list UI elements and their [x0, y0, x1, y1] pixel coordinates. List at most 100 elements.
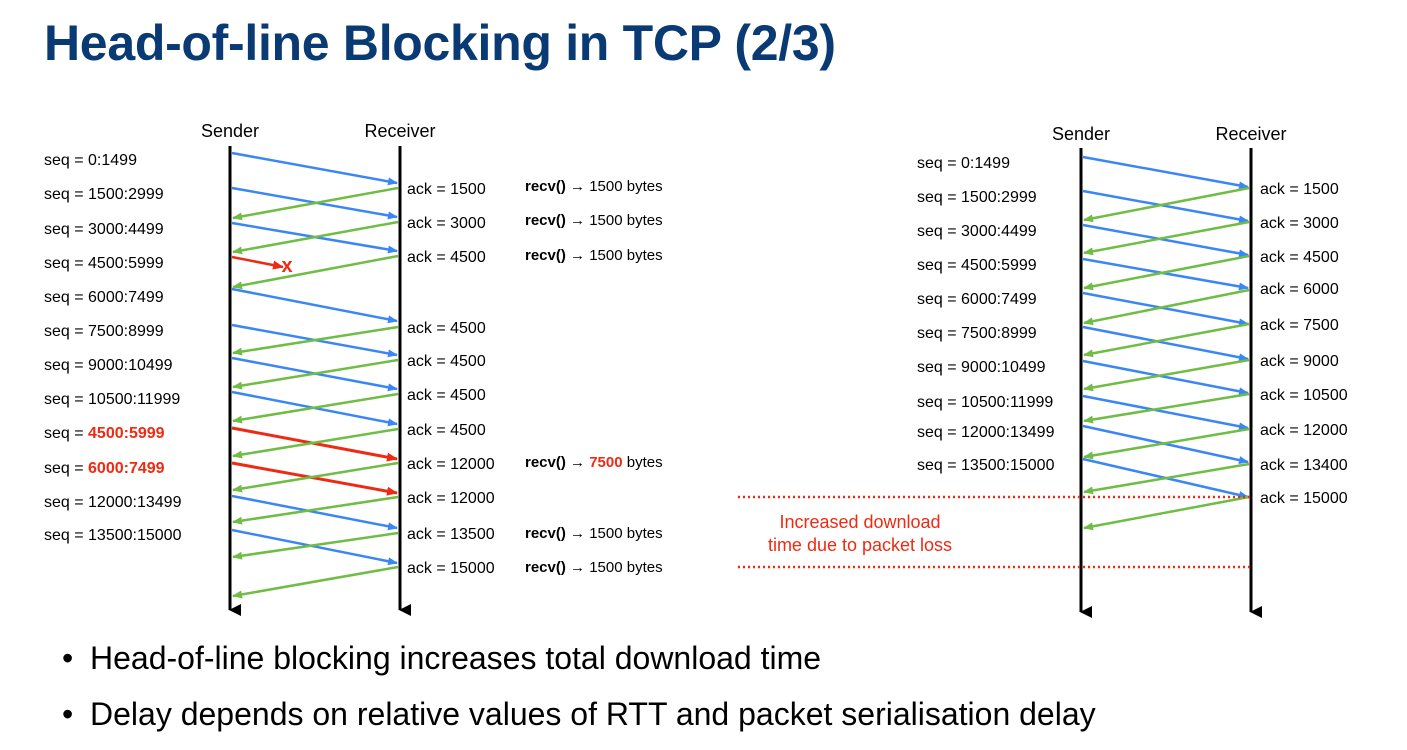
right-seq-label: seq = 6000:7499 — [917, 291, 1037, 308]
left-ack-label: ack = 13500 — [407, 526, 495, 543]
left-ack-arrow — [232, 565, 399, 599]
left-arrows — [231, 151, 399, 599]
left-seq-labels: seq = 0:1499 seq = 1500:2999 seq = 3000:44… — [44, 152, 182, 544]
right-data-arrow — [1082, 291, 1249, 327]
left-ack-arrow — [232, 325, 399, 356]
left-ack-arrow — [232, 358, 399, 390]
left-seq-label: seq = 9000:10499 — [44, 357, 173, 374]
left-ack-label: ack = 3000 — [407, 215, 486, 232]
left-seq-label: seq = 1500:2999 — [44, 186, 164, 203]
left-ack-arrow — [232, 461, 399, 493]
right-ack-label: ack = 7500 — [1260, 317, 1339, 334]
left-ack-arrow — [232, 220, 399, 255]
left-seq-label: seq = 4500:5999 — [44, 255, 164, 272]
left-ack-label: ack = 1500 — [407, 181, 486, 198]
left-seq-label: seq = 10500:11999 — [44, 391, 180, 408]
left-seq-label: seq = 4500:5999 — [44, 425, 165, 442]
left-ack-label: ack = 4500 — [407, 422, 486, 439]
right-ack-arrow — [1083, 495, 1250, 531]
right-seq-labels: seq = 0:1499 seq = 1500:2999 seq = 3000:44… — [917, 155, 1055, 474]
annotation-text-line2: time due to packet loss — [768, 535, 952, 555]
left-seq-label: seq = 3000:4499 — [44, 221, 164, 238]
right-receiver-label: Receiver — [1215, 124, 1286, 144]
right-ack-label: ack = 10500 — [1260, 387, 1348, 404]
left-sequence-diagram: Sender Receiver seq = 0:1499 seq = 1500:2… — [44, 121, 663, 616]
left-sender-label: Sender — [201, 121, 259, 141]
left-seq-label: seq = 12000:13499 — [44, 494, 182, 511]
right-sender-label: Sender — [1052, 124, 1110, 144]
recv-event-label: recv() → 1500 bytes — [525, 247, 663, 264]
right-data-arrow — [1082, 394, 1249, 431]
left-seq-label: seq = 6000:7499 — [44, 289, 164, 306]
right-seq-label: seq = 9000:10499 — [917, 359, 1046, 376]
right-seq-label: seq = 0:1499 — [917, 155, 1010, 172]
right-ack-label: ack = 13400 — [1260, 457, 1348, 474]
left-lost-packet-line — [231, 255, 284, 270]
left-ack-arrow — [232, 392, 399, 424]
tcp-sequence-diagrams: Sender Receiver seq = 0:1499 seq = 1500:2… — [44, 121, 1348, 618]
right-sequence-diagram: Sender Receiver seq = 0:1499 seq = 1500:2… — [917, 124, 1348, 618]
right-ack-arrow — [1083, 392, 1250, 424]
right-arrows — [1082, 155, 1250, 531]
left-receiver-label: Receiver — [364, 121, 435, 141]
right-seq-label: seq = 4500:5999 — [917, 257, 1037, 274]
left-data-arrow — [231, 287, 398, 324]
recv-event-label: recv() → 1500 bytes — [525, 559, 663, 576]
annotation-text-line1: Increased download — [779, 512, 940, 532]
left-ack-label: ack = 12000 — [407, 490, 495, 507]
right-ack-label: ack = 3000 — [1260, 215, 1339, 232]
left-ack-arrow — [232, 254, 399, 290]
right-ack-arrow — [1083, 186, 1250, 223]
right-data-arrow — [1082, 189, 1249, 224]
right-ack-label: ack = 6000 — [1260, 281, 1339, 298]
left-ack-label: ack = 4500 — [407, 387, 486, 404]
right-ack-label: ack = 1500 — [1260, 181, 1339, 198]
right-data-arrow — [1082, 155, 1249, 190]
right-ack-label: ack = 12000 — [1260, 422, 1348, 439]
left-data-arrow — [231, 151, 398, 186]
left-ack-label: ack = 12000 — [407, 456, 495, 473]
right-ack-label: ack = 15000 — [1260, 490, 1348, 507]
left-seq-label: seq = 13500:15000 — [44, 527, 182, 544]
bullet-list: •Head-of-line blocking increases total d… — [62, 636, 1096, 748]
right-ack-arrow — [1083, 220, 1250, 256]
recv-event-label: recv() → 7500 bytes — [525, 454, 663, 471]
bullet-dot: • — [62, 696, 74, 732]
right-data-arrow — [1082, 223, 1249, 258]
right-ack-label: ack = 9000 — [1260, 353, 1339, 370]
left-ack-label: ack = 4500 — [407, 249, 486, 266]
right-ack-arrow — [1083, 254, 1250, 291]
right-data-arrow — [1082, 325, 1249, 362]
recv-event-label: recv() → 1500 bytes — [525, 212, 663, 229]
left-recv-labels: recv() → 1500 bytes recv() → 1500 bytes re… — [525, 178, 663, 576]
right-data-arrow — [1082, 257, 1249, 291]
recv-event-label: recv() → 1500 bytes — [525, 178, 663, 195]
right-seq-label: seq = 13500:15000 — [917, 457, 1055, 474]
right-seq-label: seq = 3000:4499 — [917, 223, 1037, 240]
left-ack-arrow — [232, 186, 399, 221]
left-ack-label: ack = 15000 — [407, 560, 495, 577]
left-ack-arrow — [232, 495, 399, 525]
right-ack-arrow — [1083, 358, 1250, 392]
left-ack-label: ack = 4500 — [407, 353, 486, 370]
left-seq-label: seq = 0:1499 — [44, 152, 137, 169]
left-ack-arrow — [232, 427, 399, 459]
right-seq-label: seq = 10500:11999 — [917, 394, 1053, 411]
right-ack-arrow — [1083, 427, 1250, 460]
left-data-arrow — [231, 494, 398, 531]
right-seq-label: seq = 1500:2999 — [917, 189, 1037, 206]
left-seq-label: seq = 7500:8999 — [44, 323, 164, 340]
left-seq-label: seq = 6000:7499 — [44, 460, 165, 477]
left-ack-label: ack = 4500 — [407, 320, 486, 337]
right-seq-label: seq = 7500:8999 — [917, 325, 1037, 342]
download-time-annotation: Increased download time due to packet lo… — [738, 495, 1250, 569]
bullet-dot: • — [62, 640, 74, 676]
right-ack-arrow — [1083, 288, 1250, 326]
right-ack-arrow — [1083, 462, 1250, 495]
left-ack-labels: ack = 1500 ack = 3000 ack = 4500 ack = 4500… — [407, 181, 495, 577]
bullet-item: •Delay depends on relative values of RTT… — [62, 692, 1096, 748]
lost-packet-marker: x — [281, 255, 292, 277]
slide-title: Head-of-line Blocking in TCP (2/3) — [44, 15, 836, 71]
right-data-arrow — [1082, 359, 1249, 396]
